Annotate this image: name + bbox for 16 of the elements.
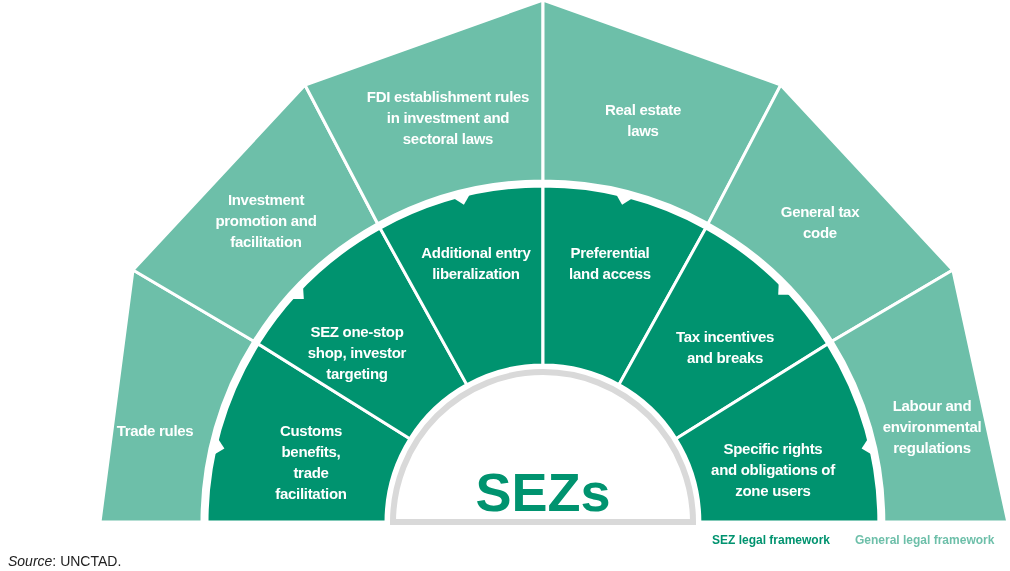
segment-label: Additional entry liberalization bbox=[420, 243, 532, 284]
segment-label: FDI establishment rules in investment and sectoral laws bbox=[365, 86, 531, 149]
legend-label: General legal framework bbox=[855, 533, 995, 547]
segment-label: General tax code bbox=[780, 202, 860, 243]
segment-label: Customs benefits, trade facilitation bbox=[274, 421, 348, 504]
segment-label: Real estate laws bbox=[604, 100, 682, 141]
legend-label: SEZ legal framework bbox=[712, 533, 831, 547]
segment-label: Specific rights and obligations of zone users bbox=[710, 438, 836, 501]
segment-label: Tax incentives and breaks bbox=[674, 327, 775, 368]
segment-label: Preferential land access bbox=[568, 243, 652, 284]
center-title: SEZs bbox=[474, 462, 612, 522]
segment-label: Labour and environmental regulations bbox=[881, 395, 983, 458]
segment-label: SEZ one-stop shop, investor targeting bbox=[306, 321, 408, 384]
source-note: Source: UNCTAD. bbox=[8, 553, 122, 569]
segment-label: Trade rules bbox=[115, 420, 195, 441]
segment-label: Investment promotion and facilitation bbox=[214, 189, 318, 252]
